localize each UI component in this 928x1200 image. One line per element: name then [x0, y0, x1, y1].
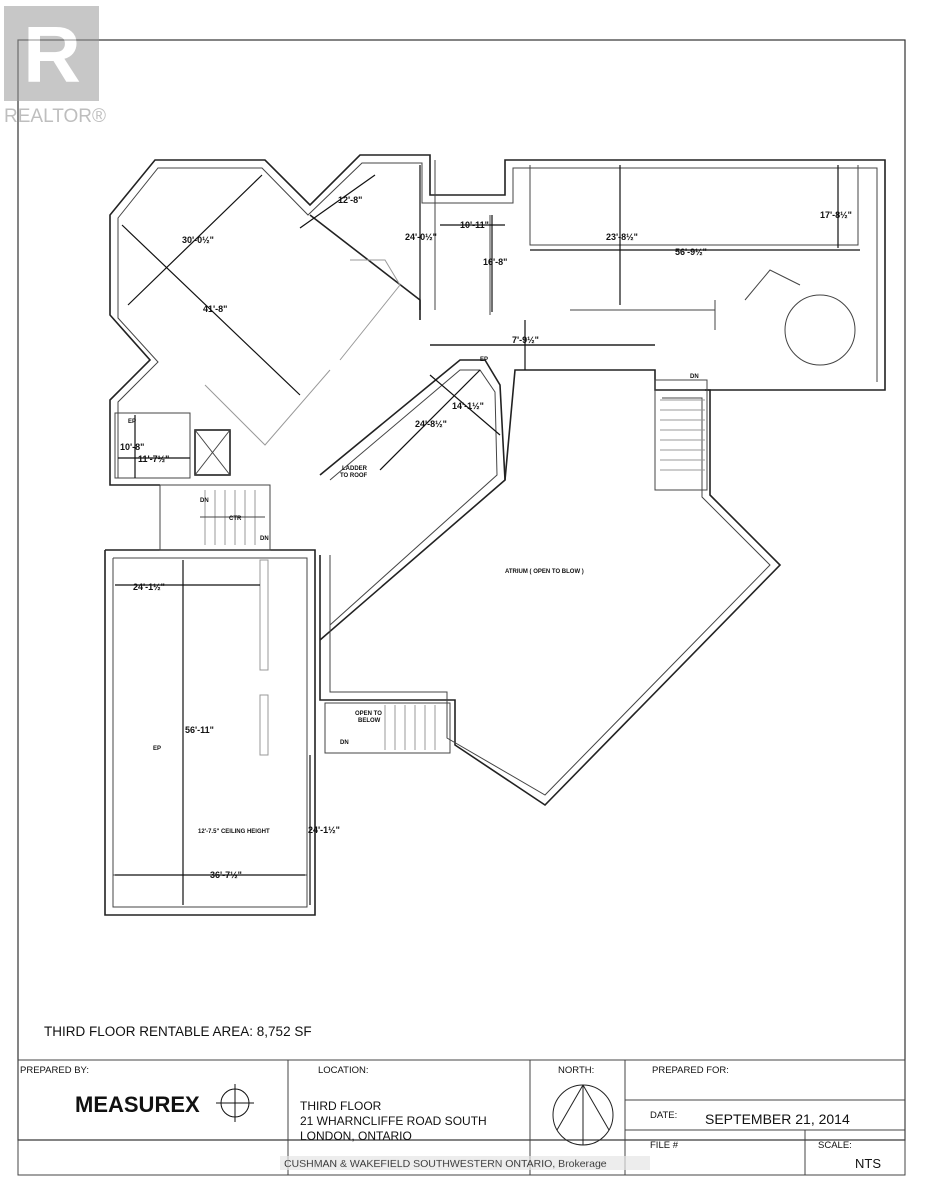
svg-text:41'-8": 41'-8" [203, 304, 227, 314]
svg-text:ATRIUM ( OPEN TO BLOW ): ATRIUM ( OPEN TO BLOW ) [505, 569, 584, 575]
svg-text:BELOW: BELOW [358, 718, 381, 724]
stairs-open-below [384, 705, 436, 750]
svg-text:12'-7.5" CEILING HEIGHT: 12'-7.5" CEILING HEIGHT [198, 829, 270, 835]
svg-text:12'-8": 12'-8" [338, 195, 362, 205]
svg-text:PREPARED FOR:: PREPARED FOR: [652, 1065, 729, 1076]
sheet-border [17, 39, 906, 1141]
svg-text:17'-8½": 17'-8½" [820, 210, 852, 220]
svg-text:DN: DN [340, 740, 349, 746]
svg-text:SCALE:: SCALE: [818, 1140, 852, 1151]
svg-text:24'-1½": 24'-1½" [308, 825, 340, 835]
svg-text:7'-9½": 7'-9½" [512, 335, 539, 345]
svg-text:LONDON, ONTARIO: LONDON, ONTARIO [300, 1129, 412, 1143]
svg-text:LOCATION:: LOCATION: [318, 1065, 369, 1076]
svg-text:THIRD FLOOR RENTABLE AREA: 8,7: THIRD FLOOR RENTABLE AREA: 8,752 SF [44, 1024, 312, 1039]
svg-text:LADDER: LADDER [342, 466, 368, 472]
svg-text:16'-8": 16'-8" [483, 257, 507, 267]
svg-text:R: R [23, 10, 81, 99]
svg-text:EP: EP [153, 746, 161, 752]
footer-watermark: CUSHMAN & WAKEFIELD SOUTHWESTERN ONTARIO… [284, 1158, 607, 1170]
elevator-icon [194, 429, 231, 476]
svg-text:EP: EP [480, 357, 488, 363]
room-labels: ATRIUM ( OPEN TO BLOW ) LADDER TO ROOF O… [128, 357, 699, 835]
dimension-labels: 12'-8" 30'-0½" 41'-8" 24'-0½" 10'-11" 16… [120, 195, 852, 880]
svg-text:23'-8½": 23'-8½" [606, 232, 638, 242]
stairs-right [660, 399, 705, 471]
svg-text:11'-7½": 11'-7½" [138, 454, 169, 464]
title-block: THIRD FLOOR RENTABLE AREA: 8,752 SF PREP… [17, 1024, 906, 1176]
dimension-lines [115, 165, 860, 905]
svg-text:CTR: CTR [229, 516, 242, 522]
svg-text:14'-1½": 14'-1½" [452, 401, 484, 411]
svg-text:DN: DN [260, 536, 269, 542]
svg-text:MEASUREX: MEASUREX [75, 1092, 200, 1117]
svg-text:24'-0½": 24'-0½" [405, 232, 437, 242]
realtor-logo: R REALTOR® [4, 6, 106, 127]
svg-text:OPEN TO: OPEN TO [355, 711, 382, 717]
north-arrow-icon [552, 1084, 614, 1146]
svg-text:TO ROOF: TO ROOF [340, 473, 368, 479]
svg-text:NORTH:: NORTH: [558, 1065, 594, 1076]
svg-text:PREPARED BY:: PREPARED BY: [20, 1065, 89, 1076]
svg-text:THIRD FLOOR: THIRD FLOOR [300, 1099, 382, 1113]
building-walls [104, 154, 886, 916]
svg-text:10'-11": 10'-11" [460, 220, 489, 230]
stairs-left [200, 490, 265, 545]
svg-text:24'-8½": 24'-8½" [415, 419, 447, 429]
svg-text:24'-1½": 24'-1½" [133, 582, 165, 592]
svg-text:SEPTEMBER 21, 2014: SEPTEMBER 21, 2014 [705, 1111, 850, 1127]
svg-text:36'-7½": 36'-7½" [210, 870, 242, 880]
svg-text:NTS: NTS [855, 1156, 881, 1171]
svg-text:DN: DN [690, 374, 699, 380]
measurex-logo: MEASUREX [75, 1084, 254, 1122]
svg-text:21 WHARNCLIFFE ROAD SOUTH: 21 WHARNCLIFFE ROAD SOUTH [300, 1114, 487, 1128]
svg-text:EP: EP [128, 419, 136, 425]
svg-text:DN: DN [200, 498, 209, 504]
svg-text:10'-8": 10'-8" [120, 442, 144, 452]
svg-text:30'-0½": 30'-0½" [182, 235, 214, 245]
svg-text:FILE #: FILE # [650, 1140, 679, 1151]
svg-text:DATE:: DATE: [650, 1110, 677, 1121]
svg-text:REALTOR®: REALTOR® [4, 106, 106, 127]
svg-text:56'-11": 56'-11" [185, 725, 214, 735]
svg-text:56'-9½": 56'-9½" [675, 247, 707, 257]
